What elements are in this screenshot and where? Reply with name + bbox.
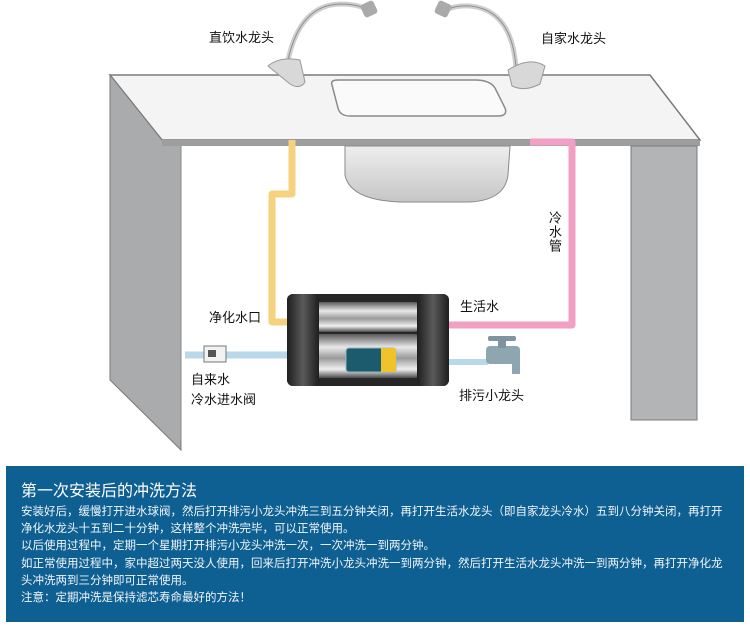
label-cold-inlet-valve: 冷水进水阀 (191, 393, 257, 408)
cabinet-right-leg (630, 145, 698, 421)
panel-title: 第一次安装后的冲洗方法 (21, 481, 198, 500)
installation-diagram: 直饮水龙头 自家水龙头 冷水管 净化水口 生活水 自来水 冷水进水阀 排污小龙头 (108, 0, 702, 452)
sink-bowl (344, 145, 511, 203)
purified-water-pipe (268, 140, 297, 326)
label-cold-water-pipe: 冷水管 (546, 211, 561, 253)
instruction-paragraph: 安装好后，缓慢打开进水球阀，然后打开排污小龙头冲洗三到五分钟关闭，再打开生活水龙… (21, 504, 723, 536)
instruction-note: 注意：定期冲洗是保持滤芯寿命最好的方法！ (21, 590, 251, 605)
label-tap-water: 自来水 (191, 373, 231, 388)
panel-body: 安装好后，缓慢打开进水球阀，然后打开排污小龙头冲洗三到五分钟关闭，再打开生活水龙… (21, 503, 733, 606)
label-domestic-water: 生活水 (460, 300, 500, 315)
label-home-faucet: 自家水龙头 (541, 32, 607, 47)
sink (330, 79, 511, 203)
direct-drink-faucet (267, 0, 378, 88)
water-purifier (287, 294, 449, 386)
label-purified-outlet: 净化水口 (209, 311, 262, 326)
cabinet-front-edge (162, 140, 700, 146)
home-faucet (434, 0, 546, 90)
label-direct-drink-faucet: 直饮水龙头 (209, 31, 275, 46)
instruction-paragraph: 以后使用过程中，定期一个星期打开排污小龙头冲洗一次，一次冲洗一到两分钟。 (21, 538, 435, 553)
drain-tap (486, 336, 520, 374)
cabinet (108, 73, 702, 452)
flushing-instructions-panel: 第一次安装后的冲洗方法 安装好后，缓慢打开进水球阀，然后打开排污小龙头冲洗三到五… (6, 466, 744, 622)
diagram-illustration (108, 0, 702, 452)
instruction-paragraph: 如正常使用过程中，家中超过两天没人使用，回来后打开冲洗小龙头冲洗一到两分钟，然后… (21, 555, 723, 587)
domestic-water-pipe (430, 138, 576, 329)
label-drain-tap: 排污小龙头 (459, 389, 525, 404)
sink-opening (330, 79, 507, 117)
